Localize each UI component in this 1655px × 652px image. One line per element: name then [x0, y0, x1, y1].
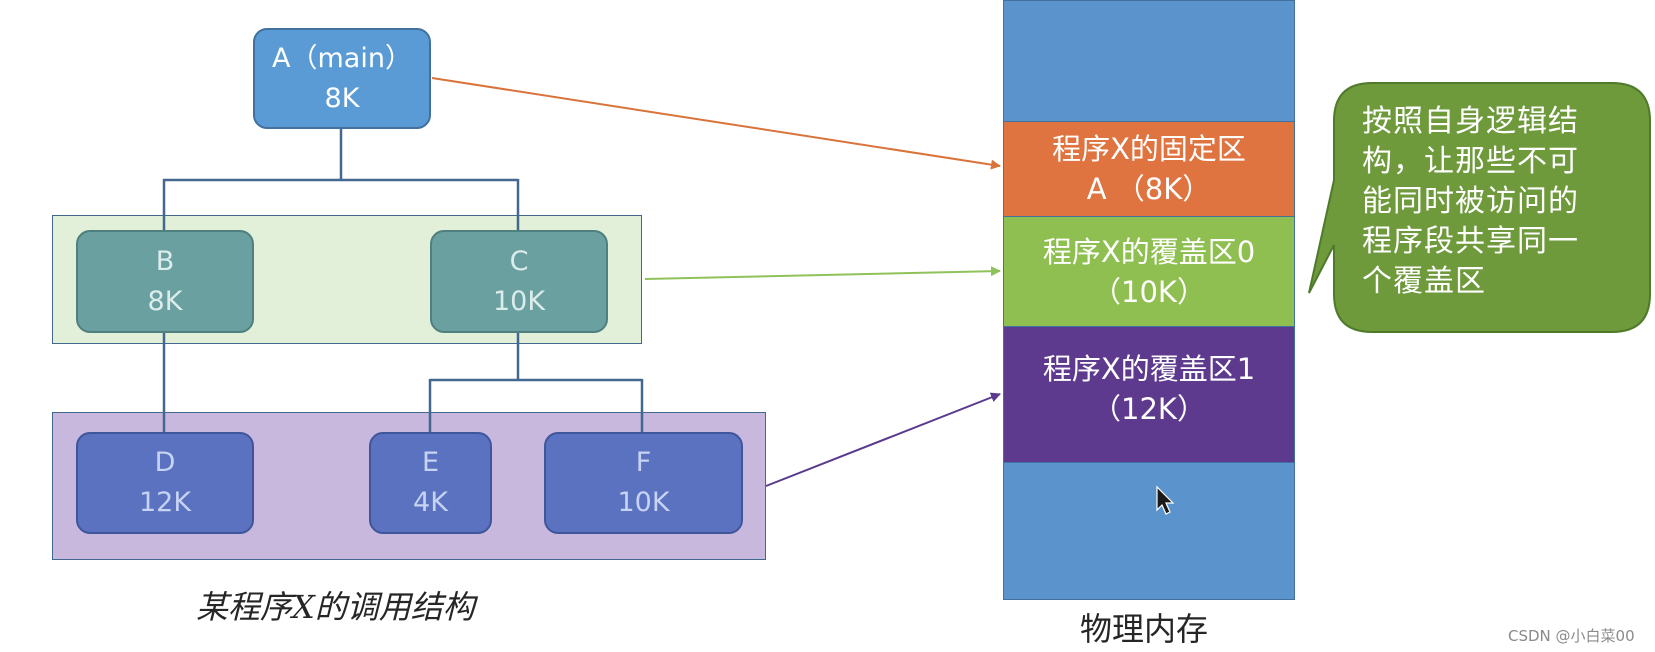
callout-line-2: 构，让那些不可 [1362, 144, 1579, 179]
node-e-name: E [421, 447, 440, 478]
node-f-name: F [635, 447, 652, 478]
node-d-size: 12K [138, 487, 192, 518]
line-a-to-bc [162, 129, 520, 230]
overlay1-title: 程序X的覆盖区1 [1042, 352, 1256, 386]
node-c: C 10K [430, 230, 608, 333]
memory-free-top [1004, 1, 1294, 121]
node-a-main: A（main） 8K [253, 28, 431, 129]
memory-fixed-area: 程序X的固定区 A （8K） [1004, 121, 1294, 217]
node-d: D 12K [76, 432, 254, 534]
node-d-name: D [154, 447, 176, 478]
arrow-group1-to-overlay1 [765, 392, 1001, 487]
memory-overlay1: 程序X的覆盖区1 （12K） [1004, 327, 1294, 463]
node-a-size: 8K [324, 82, 360, 114]
node-b: B 8K [76, 230, 254, 333]
fixed-area-size: A （8K） [1086, 172, 1212, 206]
node-b-name: B [155, 245, 175, 277]
line-c-to-ef [428, 333, 644, 432]
node-f: F 10K [544, 432, 743, 534]
node-b-size: 8K [147, 285, 183, 317]
call-structure-caption: 某程序X的调用结构 [196, 588, 475, 626]
watermark: CSDN @小白菜00 [1508, 627, 1635, 645]
callout-line-3: 能同时被访问的 [1362, 184, 1579, 219]
arrow-group0-to-overlay0 [644, 266, 1001, 280]
arrow-root-to-fixed [431, 77, 1001, 170]
memory-overlay0: 程序X的覆盖区0 （10K） [1004, 217, 1294, 327]
fixed-area-title: 程序X的固定区 [1052, 132, 1246, 166]
overlay0-size: （10K） [1092, 274, 1206, 309]
node-c-size: 10K [492, 285, 546, 317]
node-e: E 4K [369, 432, 492, 534]
physical-memory-caption: 物理内存 [1080, 610, 1209, 648]
physical-memory: 程序X的固定区 A （8K） 程序X的覆盖区0 （10K） 程序X的覆盖区1 （… [1003, 0, 1295, 600]
node-a-name: A（main） [272, 42, 412, 74]
node-e-size: 4K [413, 487, 448, 518]
callout-line-5: 个覆盖区 [1362, 264, 1486, 299]
callout-text: 按照自身逻辑结 构，让那些不可 能同时被访问的 程序段共享同一 个覆盖区 [1362, 102, 1632, 302]
overlay1-size: （12K） [1092, 392, 1206, 426]
node-f-size: 10K [617, 487, 670, 518]
memory-free-bottom [1004, 463, 1294, 599]
callout-line-4: 程序段共享同一 [1362, 224, 1579, 259]
node-c-name: C [509, 245, 529, 277]
callout-line-1: 按照自身逻辑结 [1362, 104, 1579, 139]
overlay0-title: 程序X的覆盖区0 [1042, 234, 1256, 269]
